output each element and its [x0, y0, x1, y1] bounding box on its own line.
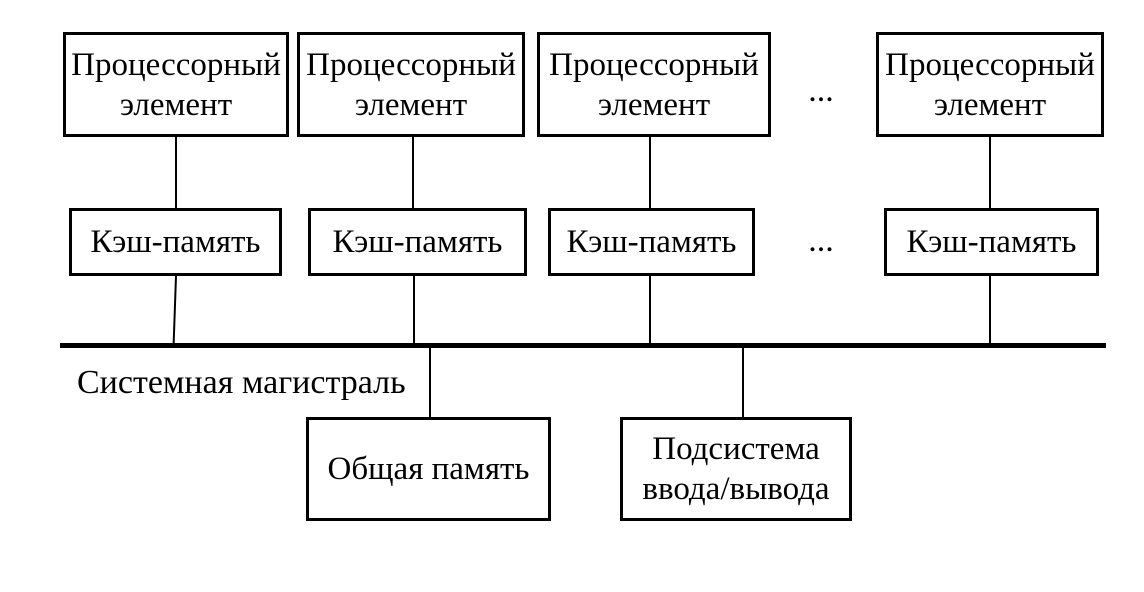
processor-cache-connector-2 [412, 137, 414, 208]
cache-memory-box-3: Кэш-память [548, 208, 755, 276]
cache-bus-connector-2 [413, 276, 415, 346]
shared-memory-box: Общая память [306, 417, 551, 521]
processor-cache-connector-1 [175, 137, 177, 208]
processor-element-box-4: Процессорный элемент [876, 32, 1104, 137]
cache-row-ellipsis: ... [808, 222, 834, 259]
bus-io-subsystem-connector [742, 347, 744, 417]
cache-bus-connector-4 [989, 276, 991, 346]
cache-bus-connector-3 [649, 276, 651, 346]
bus-shared-memory-connector [429, 347, 431, 417]
io-subsystem-box: Подсистема ввода/вывода [620, 417, 852, 521]
cache-memory-box-2: Кэш-память [308, 208, 527, 276]
cache-bus-connector-1 [172, 276, 177, 346]
processor-element-box-1: Процессорный элемент [63, 32, 289, 137]
processor-element-box-2: Процессорный элемент [297, 32, 525, 137]
processor-cache-connector-3 [649, 137, 651, 208]
cache-memory-box-4: Кэш-память [884, 208, 1099, 276]
cache-memory-box-1: Кэш-память [69, 208, 282, 276]
system-bus-label: Системная магистраль [77, 364, 406, 401]
processor-row-ellipsis: ... [808, 72, 834, 109]
system-bus-line [60, 343, 1106, 348]
processor-element-box-3: Процессорный элемент [537, 32, 771, 137]
processor-cache-connector-4 [989, 137, 991, 208]
